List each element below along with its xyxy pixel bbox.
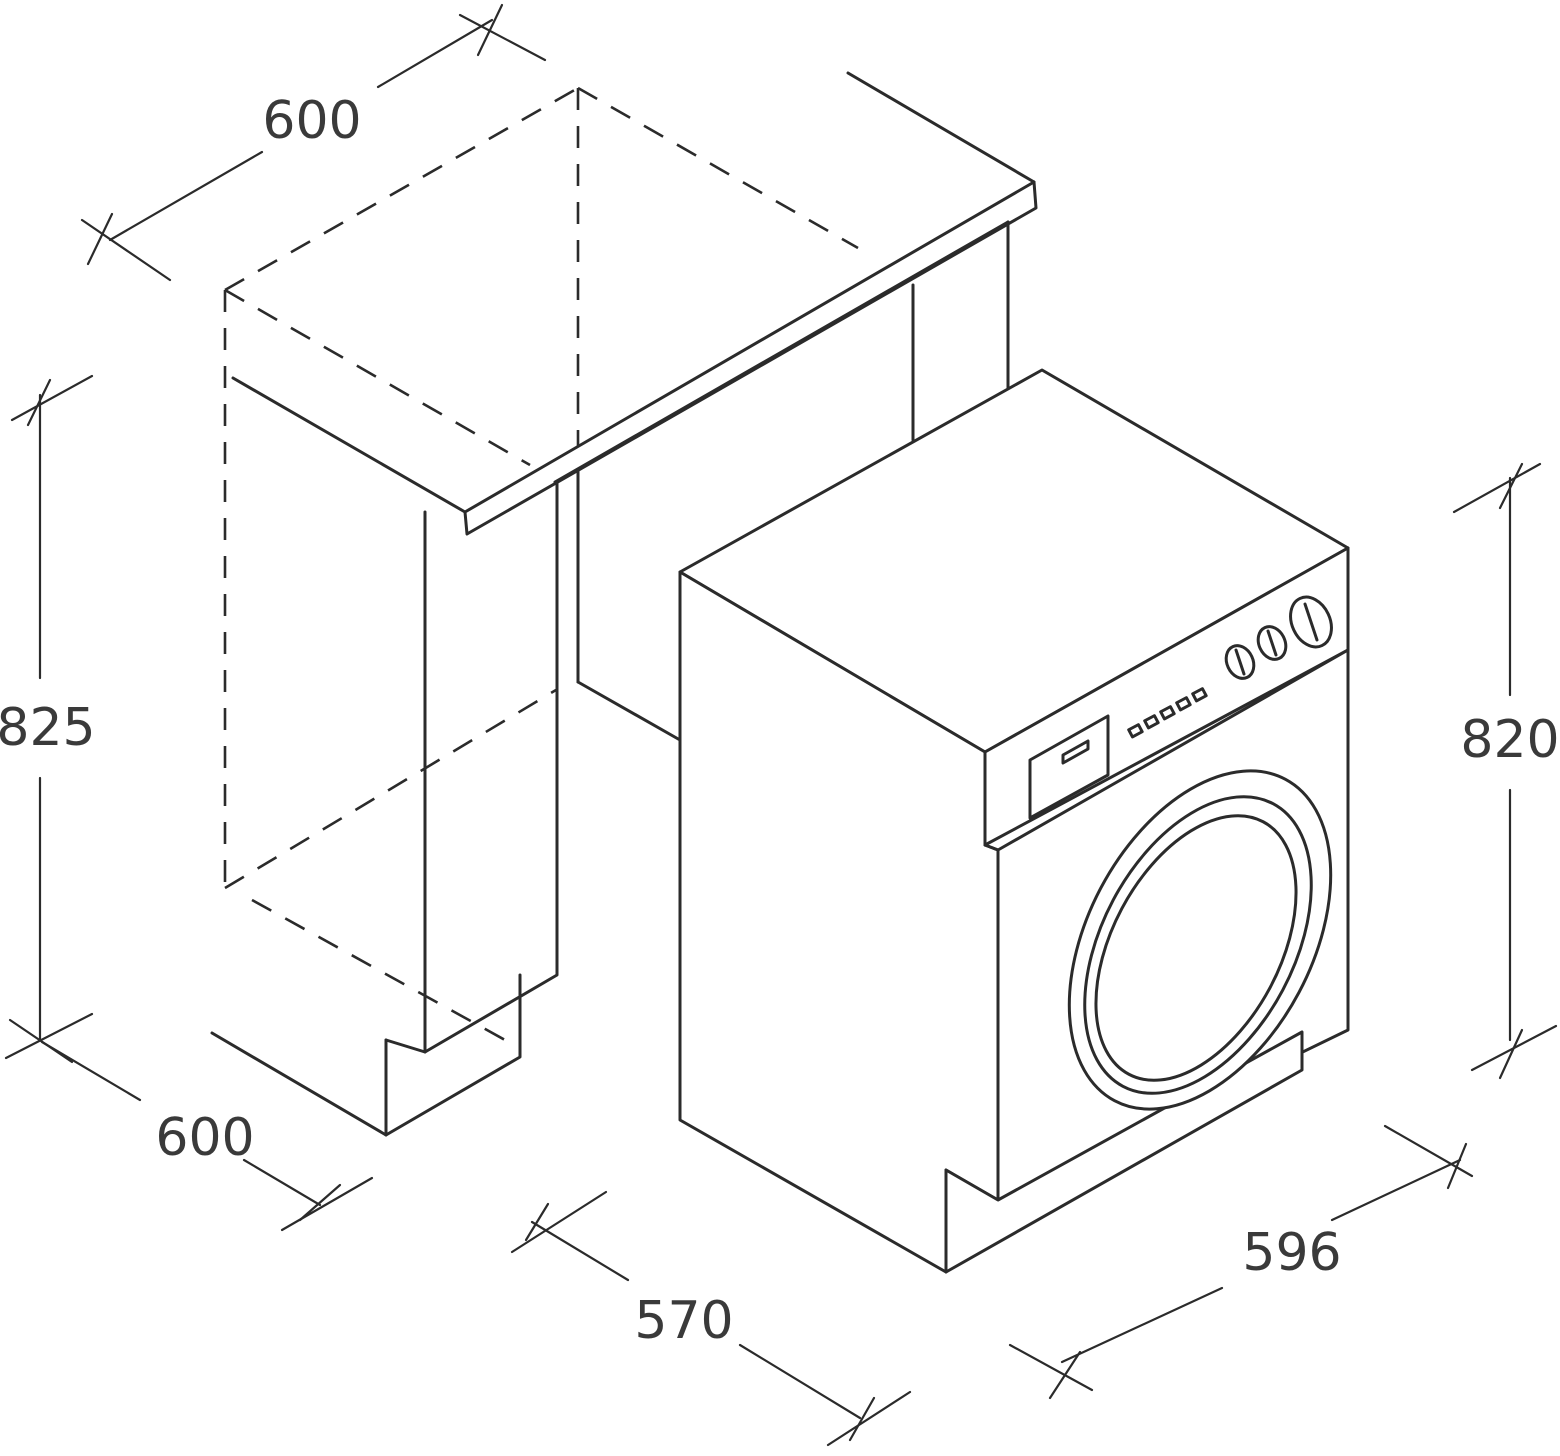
label-machine-width: 596: [1242, 1223, 1341, 1283]
dimension-machine-depth: 570: [510, 1190, 912, 1447]
label-machine-depth: 570: [634, 1291, 733, 1351]
dimension-machine-height: 820: [1452, 462, 1560, 1080]
label-cabinet-top-width: 600: [262, 91, 361, 151]
dimension-cabinet-top-width: 600: [80, 3, 547, 282]
niche-dashed-outline: [223, 86, 859, 1042]
dimension-cabinet-depth: 600: [40, 1040, 374, 1232]
control-knobs: [1224, 595, 1333, 680]
label-cabinet-depth: 600: [155, 1108, 254, 1168]
label-machine-height: 820: [1460, 710, 1559, 770]
dimension-cabinet-height: 825: [0, 374, 96, 1064]
indicator-buttons: [1127, 687, 1208, 739]
cabinet-side-panel: [210, 71, 1038, 1137]
machine-plinth: [944, 1030, 1304, 1274]
label-cabinet-height: 825: [0, 698, 96, 758]
washing-machine: [678, 368, 1350, 1274]
machine-door: [1067, 769, 1333, 1111]
dimension-machine-width: 596: [1008, 1124, 1474, 1400]
drawer-handle: [1061, 739, 1090, 765]
